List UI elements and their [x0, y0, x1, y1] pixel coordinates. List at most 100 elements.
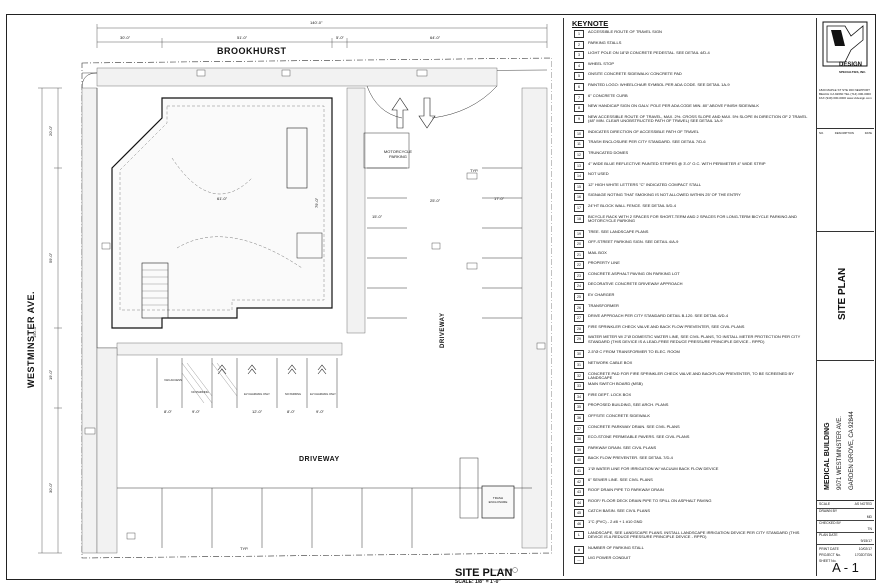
keynote-text: Indicates direction of accessible path o… [588, 128, 699, 134]
left-sidewalk [81, 87, 98, 554]
dim-left-d: 30'-0" [48, 482, 53, 493]
firm-logo: DESIGN SPECIALTIES, INC. [821, 20, 869, 82]
stall-van-access: VAN ACCESS [164, 378, 182, 382]
keynote-item: 31Network cable box [574, 361, 812, 372]
north-arrow [512, 567, 518, 573]
keynote-item: 9New accessible route of travel, max. 2%… [574, 113, 812, 130]
keynote-number: 22 [574, 261, 584, 270]
keynote-text: Bicycle rack with 2 spaces for short-ter… [588, 213, 797, 223]
keynote-text: Roof drain pipe to parkway drain [588, 487, 664, 493]
rev-date-header: DATE [864, 131, 872, 135]
keynote-number: 14 [574, 172, 584, 181]
keynote-number: 36 [574, 414, 584, 422]
entry-arrow [391, 97, 409, 129]
keynote-number: 20 [574, 240, 584, 249]
keynote-item: 45 Catch basin. See civil plans [574, 509, 812, 520]
keynote-number: 39 [574, 445, 584, 454]
elevator [296, 232, 323, 259]
keynote-text: Proposed building, see arch. plans [588, 402, 669, 408]
keynote-item: 27Drive approach per city standard detai… [574, 314, 812, 325]
right-parking-stalls [367, 167, 522, 319]
keynote-number: 46 [574, 519, 584, 528]
keynote-number: 32 [574, 371, 584, 380]
top-sidewalk [96, 67, 498, 87]
dim-seg2: 51'-0" [237, 35, 248, 40]
exit-arrow [418, 97, 436, 129]
keynote-number: 1 [574, 30, 584, 38]
keynote-text: Fire dept. lock box [588, 391, 632, 397]
keynote-number: 15 [574, 182, 584, 191]
revision-table: NO. DESCRIPTION DATE [817, 128, 874, 232]
keynote-number: # [574, 545, 584, 554]
dim-drive-a: 15'-0" [372, 214, 383, 219]
firm-address: 1820 MAPLE ST STE 300 NEWPORT BEACH CA 9… [819, 88, 872, 100]
keynote-number: 33 [574, 382, 584, 391]
keynote-text: Painted logo: wheelchair symbol per ADA … [588, 81, 730, 87]
keynote-text: New handicap sign on galv. pole per ADA … [588, 103, 760, 109]
keynote-item: 76" concrete curb [574, 93, 812, 105]
keynote-number: 6 [574, 82, 584, 91]
keynote-number: 26 [574, 303, 584, 312]
keynote-text: Offsite concrete sidewalk [588, 413, 651, 418]
keynote-item: 34Fire dept. lock box [574, 391, 812, 404]
keynote-number: 45 [574, 509, 584, 518]
stall-no-parking: NO PARKING [191, 390, 209, 394]
keynote-number: L [574, 530, 584, 539]
keynote-text: Fire sprinkler check valve and back flow… [588, 323, 745, 329]
dim-left-c: 19'-0" [48, 369, 53, 380]
keynote-item: LLandscape, see landscape plans. Install… [574, 530, 812, 546]
keynote-list: 1Accessible route of travel sign2Parking… [574, 29, 812, 567]
keynote-text: Mail box [588, 249, 607, 255]
keynote-panel: KEYNOTE 1Accessible route of travel sign… [563, 18, 814, 576]
keynote-text: Eco-stone permeable pavers. See civil pl… [588, 434, 690, 440]
sheet-number: A - 1 [832, 560, 859, 575]
keynote-item: 18Bicycle rack with 2 spaces for short-t… [574, 213, 812, 230]
keynote-number: 11 [574, 140, 584, 149]
sheet-no-label: SHEET No. [819, 559, 837, 563]
motorcycle-parking-label: MOTORCYCLE PARKING [383, 149, 413, 159]
keynote-text: 6" sewer line. See civil plans [588, 476, 653, 482]
keynote-text: Number of parking stall [588, 544, 644, 550]
keynote-item: 24Decorative concrete driveway approach [574, 282, 812, 293]
keynote-text: Back flow preventer. See detail 7/D-4 [588, 455, 673, 461]
keynote-text: Roof/ floor deck drain pipe to spill on … [588, 497, 712, 503]
keynote-text: Water meter w/ 2"Ø domestic water line, … [588, 334, 801, 344]
keynote-text: 1"C (PVC) - 2 #8 + 1 #10 GND [588, 518, 643, 524]
keynote-number: 21 [574, 250, 584, 259]
keynote-number: 10 [574, 129, 584, 138]
keynote-item: 14Not used [574, 172, 812, 183]
keynote-item: —U/G power conduit [574, 556, 812, 567]
keynote-text: Signage noting that smoking is not allow… [588, 192, 741, 198]
dim-stall-e: 9'-0" [316, 409, 324, 414]
dim-seg4: 5'-0" [336, 35, 344, 40]
keynote-number: 24 [574, 282, 584, 291]
keynote-text: Catch basin. See civil plans [588, 508, 651, 514]
dim-left-b: 59'-0" [48, 252, 53, 263]
keynote-number: 28 [574, 324, 584, 333]
dim-stall-d: 8'-0" [287, 409, 295, 414]
trash-enclosure [481, 485, 515, 519]
keynote-item: 4Wheel stop [574, 61, 812, 73]
keynote-text: Accessible route of travel sign [588, 29, 662, 34]
keynote-item: 8New handicap sign on galv. pole per ADA… [574, 104, 812, 115]
street-name-westminster: WESTMINSTER AVE. [26, 290, 36, 388]
keynote-item: 29Water meter w/ 2"Ø domestic water line… [574, 335, 812, 350]
bottom-parking-stalls [156, 358, 338, 408]
keynote-text: Light pole on 18"Ø concrete pedestal. Se… [588, 50, 710, 56]
keynote-item: 16Signage noting that smoking is not all… [574, 193, 812, 204]
keynote-item: 20Off-street parking sign. See detail 4/… [574, 240, 812, 251]
keynote-item: 26Transformer [574, 303, 812, 315]
project-address-2: GARDEN GROVE, CA 92844 [849, 411, 855, 490]
keynote-text: New accessible route of travel, max. 2%.… [588, 113, 808, 124]
keynote-number: 31 [574, 361, 584, 370]
keynote-number: 13 [574, 161, 584, 170]
dim-stall-c: 12'-0" [252, 409, 263, 414]
keynote-item: 39Parkway drain. See civil plans [574, 445, 812, 457]
